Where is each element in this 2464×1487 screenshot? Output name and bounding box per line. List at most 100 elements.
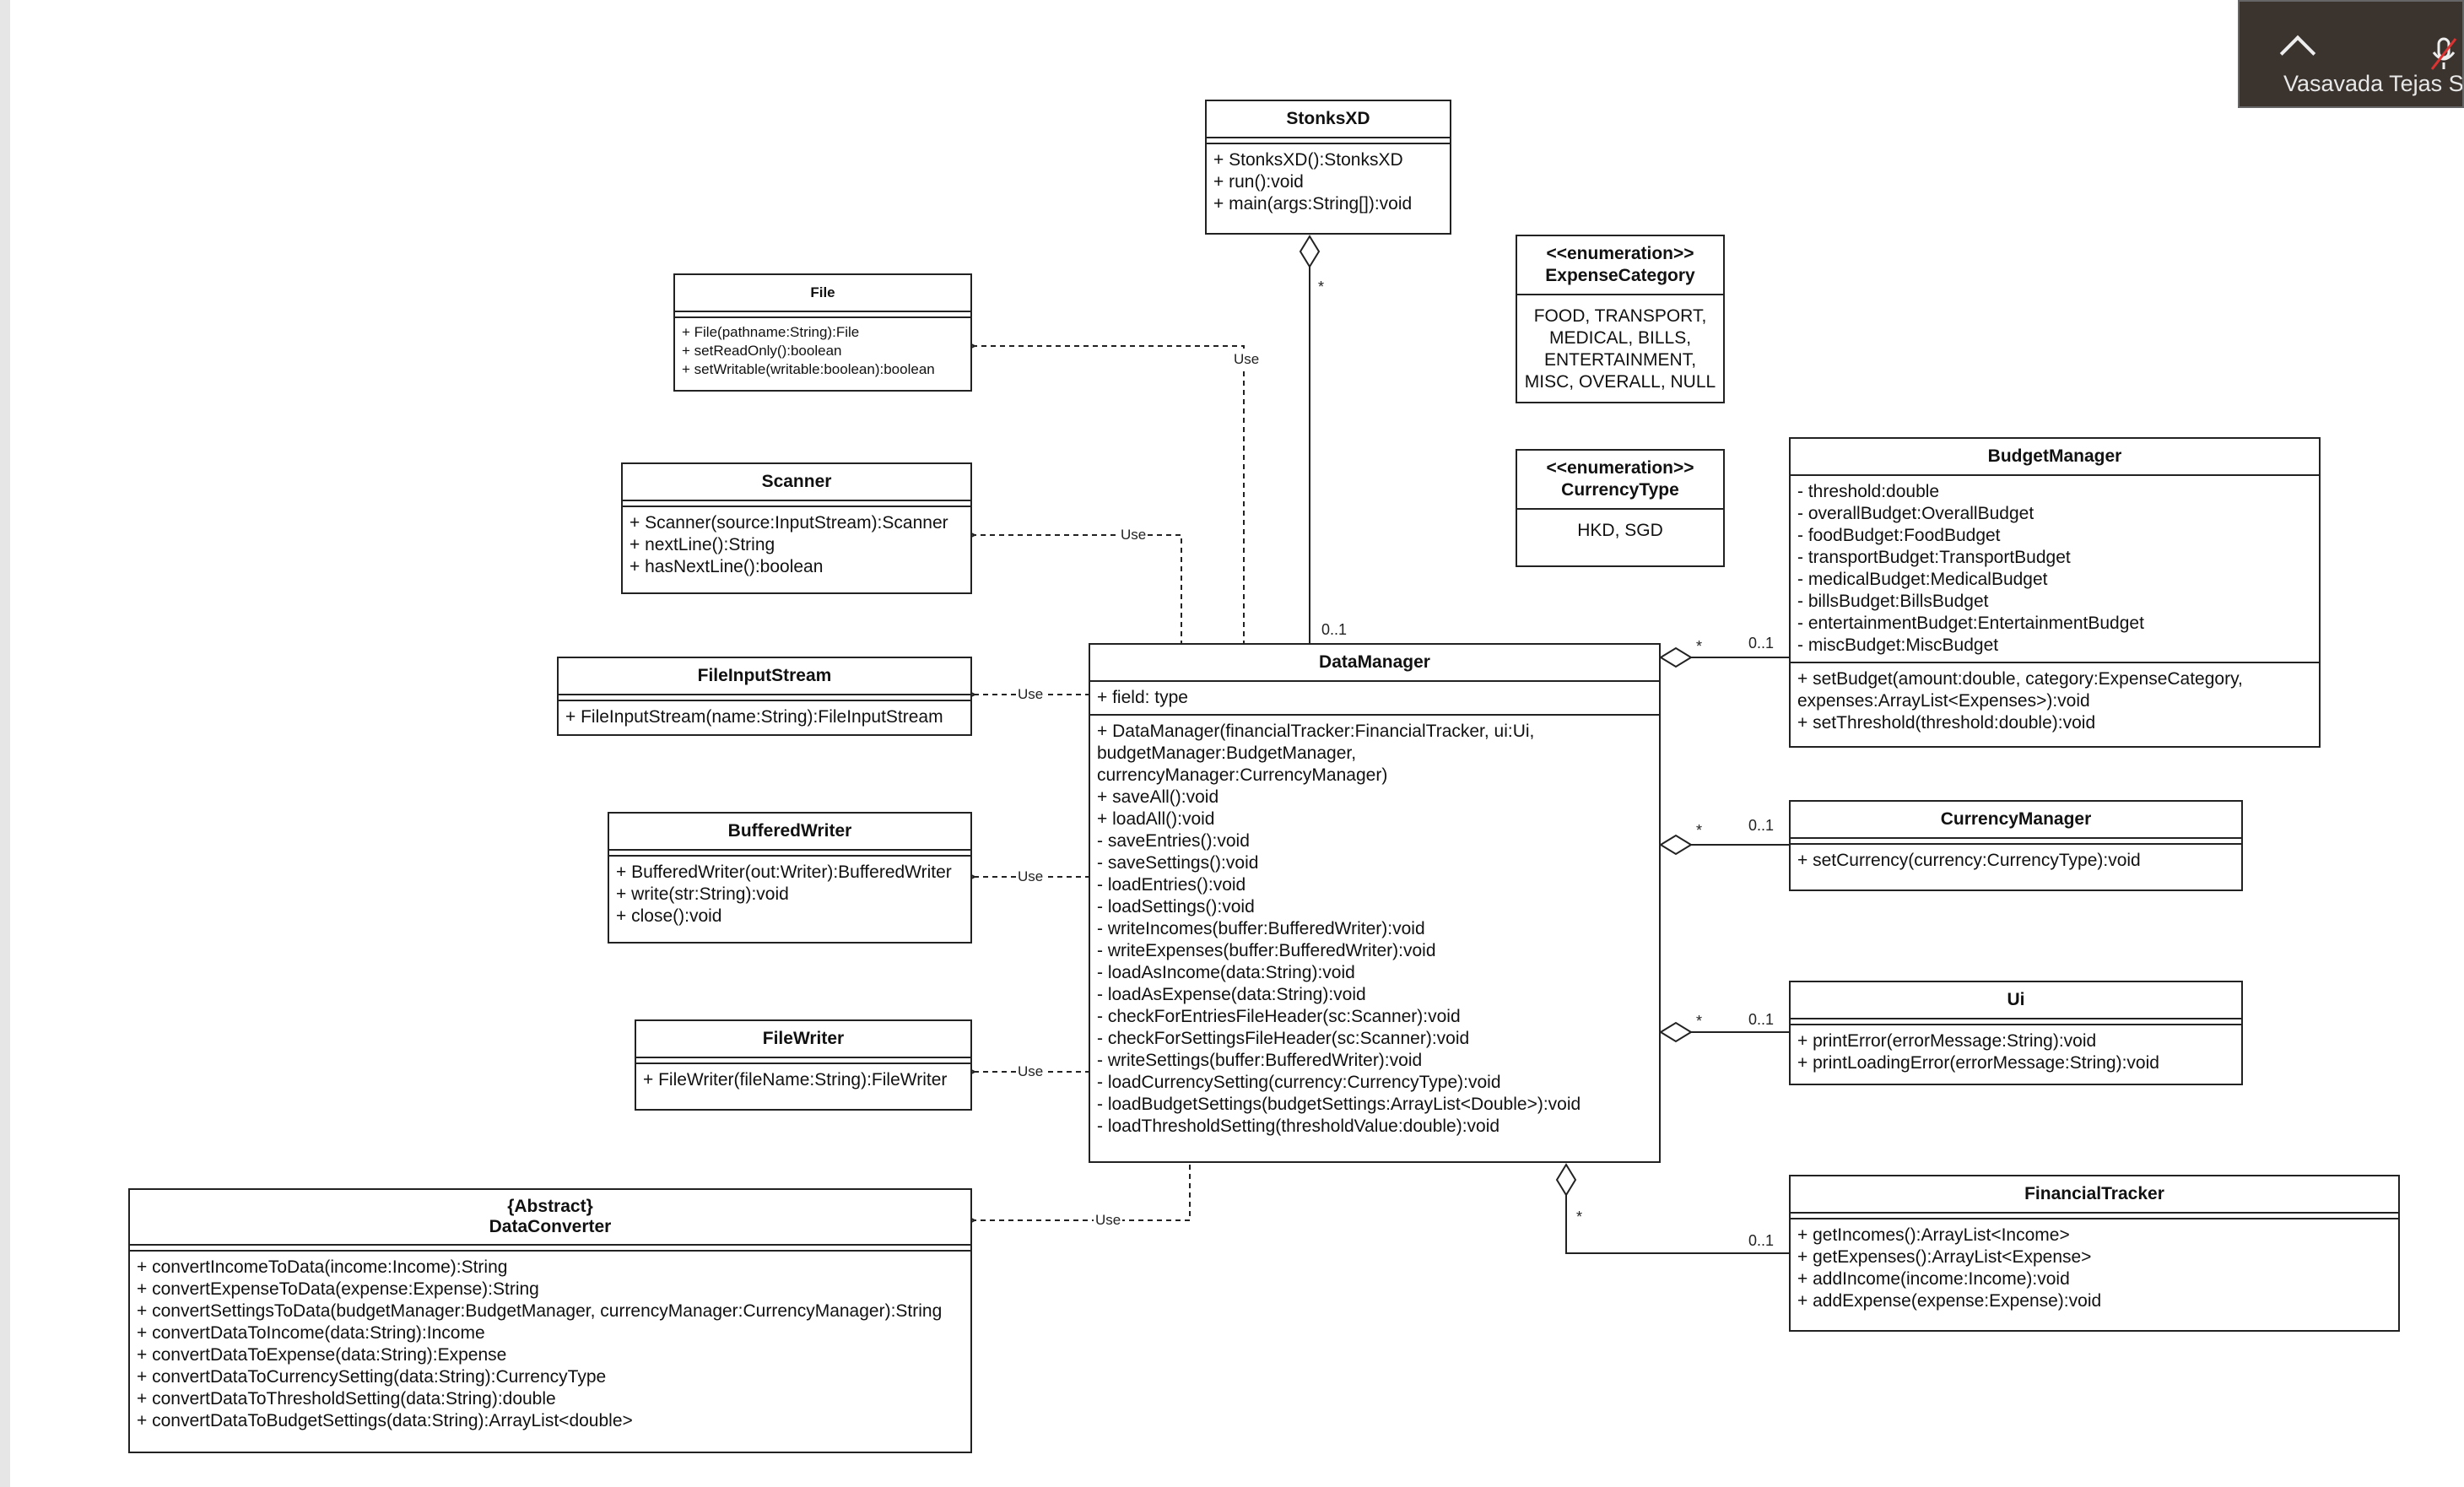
agg-bm-diamond bbox=[1659, 646, 1693, 668]
method: + convertDataToIncome(data:String):Incom… bbox=[137, 1323, 485, 1343]
attributes-empty bbox=[623, 501, 970, 507]
attributes-empty bbox=[636, 1058, 970, 1064]
method: + FileInputStream(name:String):FileInput… bbox=[565, 707, 943, 727]
use-label-scanner: Use bbox=[1119, 527, 1148, 543]
method: + FileWriter(fileName:String):FileWriter bbox=[643, 1070, 948, 1090]
attribute: - overallBudget:OverallBudget bbox=[1797, 504, 2034, 523]
attribute: + field: type bbox=[1097, 688, 1188, 707]
attribute: - entertainmentBudget:EntertainmentBudge… bbox=[1797, 614, 2144, 633]
methods: + BufferedWriter(out:Writer):BufferedWri… bbox=[609, 857, 970, 933]
attributes-empty bbox=[675, 312, 970, 318]
class-name: CurrencyManager bbox=[1791, 802, 2241, 839]
method: + saveAll():void bbox=[1097, 787, 1219, 807]
attributes-empty bbox=[1207, 138, 1450, 144]
class-name: StonksXD bbox=[1207, 101, 1450, 138]
method: + hasNextLine():boolean bbox=[630, 557, 824, 576]
enum-currencytype[interactable]: <<enumeration>> CurrencyType HKD, SGD bbox=[1516, 449, 1725, 567]
class-dataconverter[interactable]: {Abstract} DataConverter + convertIncome… bbox=[128, 1188, 972, 1453]
method: + printError(errorMessage:String):void bbox=[1797, 1031, 2097, 1051]
attribute: - transportBudget:TransportBudget bbox=[1797, 548, 2071, 567]
enum-name: ExpenseCategory bbox=[1545, 266, 1695, 285]
class-datamanager[interactable]: DataManager + field: type + DataManager(… bbox=[1089, 643, 1661, 1163]
mult-stonks-many: * bbox=[1318, 278, 1325, 295]
attribute: - medicalBudget:MedicalBudget bbox=[1797, 570, 2048, 589]
method: + setReadOnly():boolean bbox=[682, 343, 842, 359]
mult-cm-zero-one: 0..1 bbox=[1748, 817, 1775, 834]
mult-stonks-zero-one: 0..1 bbox=[1321, 621, 1348, 638]
method: - loadThresholdSetting(thresholdValue:do… bbox=[1097, 1117, 1500, 1136]
class-bufferedwriter[interactable]: BufferedWriter + BufferedWriter(out:Writ… bbox=[608, 812, 972, 944]
method: + setWritable(writable:boolean):boolean bbox=[682, 361, 935, 377]
enum-value: ENTERTAINMENT, bbox=[1543, 350, 1697, 370]
chevron-up-icon[interactable] bbox=[2279, 35, 2316, 72]
class-financialtracker[interactable]: FinancialTracker + getIncomes():ArrayLis… bbox=[1789, 1175, 2400, 1332]
method: - loadAsIncome(data:String):void bbox=[1097, 963, 1355, 982]
method: + File(pathname:String):File bbox=[682, 324, 860, 340]
attribute: - foodBudget:FoodBudget bbox=[1797, 526, 2001, 545]
method: + Scanner(source:InputStream):Scanner bbox=[630, 513, 948, 533]
method: + StonksXD():StonksXD bbox=[1213, 150, 1403, 170]
method: - writeIncomes(buffer:BufferedWriter):vo… bbox=[1097, 919, 1425, 938]
class-stonksxd[interactable]: StonksXD + StonksXD():StonksXD + run():v… bbox=[1205, 100, 1451, 235]
mult-ft-zero-one: 0..1 bbox=[1748, 1232, 1775, 1249]
class-file[interactable]: File + File(pathname:String):File + setR… bbox=[673, 273, 972, 392]
class-name: File bbox=[675, 275, 970, 312]
method: - checkForEntriesFileHeader(sc:Scanner):… bbox=[1097, 1007, 1461, 1026]
methods: + File(pathname:String):File + setReadOn… bbox=[675, 318, 970, 384]
method: - loadBudgetSettings(budgetSettings:Arra… bbox=[1097, 1095, 1581, 1114]
attributes-empty bbox=[1791, 839, 2241, 845]
class-budgetmanager[interactable]: BudgetManager - threshold:double - overa… bbox=[1789, 437, 2321, 748]
class-filewriter[interactable]: FileWriter + FileWriter(fileName:String)… bbox=[635, 1019, 972, 1111]
class-ui[interactable]: Ui + printError(errorMessage:String):voi… bbox=[1789, 981, 2243, 1085]
attributes-empty bbox=[130, 1246, 970, 1252]
method: expenses:ArrayList<Expenses>):void bbox=[1797, 691, 2090, 711]
window-edge bbox=[0, 0, 10, 1487]
method: - loadSettings():void bbox=[1097, 897, 1255, 917]
class-fileinputstream[interactable]: FileInputStream + FileInputStream(name:S… bbox=[557, 657, 972, 736]
agg-ui-diamond bbox=[1659, 1021, 1693, 1043]
method: budgetManager:BudgetManager, bbox=[1097, 744, 1357, 763]
use-label-fw: Use bbox=[1016, 1063, 1046, 1080]
method: - writeExpenses(buffer:BufferedWriter):v… bbox=[1097, 941, 1436, 960]
attributes-empty bbox=[559, 695, 970, 701]
agg-stonks-diamond bbox=[1299, 235, 1321, 268]
methods: + getIncomes():ArrayList<Income> + getEx… bbox=[1791, 1219, 2398, 1317]
enum-expensecategory[interactable]: <<enumeration>> ExpenseCategory FOOD, TR… bbox=[1516, 235, 1725, 403]
use-label-bw: Use bbox=[1016, 868, 1046, 885]
class-name: FinancialTracker bbox=[1791, 1176, 2398, 1214]
method: + convertDataToCurrencySetting(data:Stri… bbox=[137, 1367, 607, 1387]
methods: + setCurrency(currency:CurrencyType):voi… bbox=[1791, 845, 2241, 877]
class-header: {Abstract} DataConverter bbox=[130, 1190, 970, 1246]
attribute: - threshold:double bbox=[1797, 482, 1940, 501]
stereotype: {Abstract} bbox=[507, 1197, 593, 1216]
class-currencymanager[interactable]: CurrencyManager + setCurrency(currency:C… bbox=[1789, 800, 2243, 891]
method: + getIncomes():ArrayList<Income> bbox=[1797, 1225, 2070, 1245]
enum-header: <<enumeration>> ExpenseCategory bbox=[1517, 236, 1723, 295]
class-name: BudgetManager bbox=[1791, 439, 2319, 476]
use-label-fis: Use bbox=[1016, 686, 1046, 703]
class-scanner[interactable]: Scanner + Scanner(source:InputStream):Sc… bbox=[621, 462, 972, 594]
agg-ft-diamond bbox=[1555, 1163, 1577, 1197]
method: currencyManager:CurrencyManager) bbox=[1097, 765, 1388, 785]
method: + convertDataToThresholdSetting(data:Str… bbox=[137, 1389, 556, 1409]
methods: + FileInputStream(name:String):FileInput… bbox=[559, 701, 970, 733]
method: + convertIncomeToData(income:Income):Str… bbox=[137, 1257, 508, 1277]
method: + addIncome(income:Income):void bbox=[1797, 1269, 2070, 1289]
mult-cm-many: * bbox=[1696, 822, 1703, 839]
attribute: - miscBudget:MiscBudget bbox=[1797, 635, 1999, 655]
methods: + StonksXD():StonksXD + run():void + mai… bbox=[1207, 144, 1450, 220]
method: + close():void bbox=[616, 906, 722, 926]
method: - loadEntries():void bbox=[1097, 875, 1246, 895]
enum-values: HKD, SGD bbox=[1517, 510, 1723, 552]
method: + BufferedWriter(out:Writer):BufferedWri… bbox=[616, 862, 952, 882]
methods: + setBudget(amount:double, category:Expe… bbox=[1791, 663, 2319, 739]
microphone-muted-icon bbox=[2430, 37, 2457, 70]
mult-ui-zero-one: 0..1 bbox=[1748, 1011, 1775, 1028]
video-participant-tile[interactable]: Vasavada Tejas S bbox=[2238, 0, 2464, 108]
participant-name: Vasavada Tejas S bbox=[2283, 71, 2464, 96]
attributes: - threshold:double - overallBudget:Overa… bbox=[1791, 476, 2319, 663]
attributes: + field: type bbox=[1090, 682, 1659, 716]
methods: + convertIncomeToData(income:Income):Str… bbox=[130, 1252, 970, 1437]
enum-values: FOOD, TRANSPORT, MEDICAL, BILLS, ENTERTA… bbox=[1517, 295, 1723, 403]
mult-bm-many: * bbox=[1696, 638, 1703, 655]
